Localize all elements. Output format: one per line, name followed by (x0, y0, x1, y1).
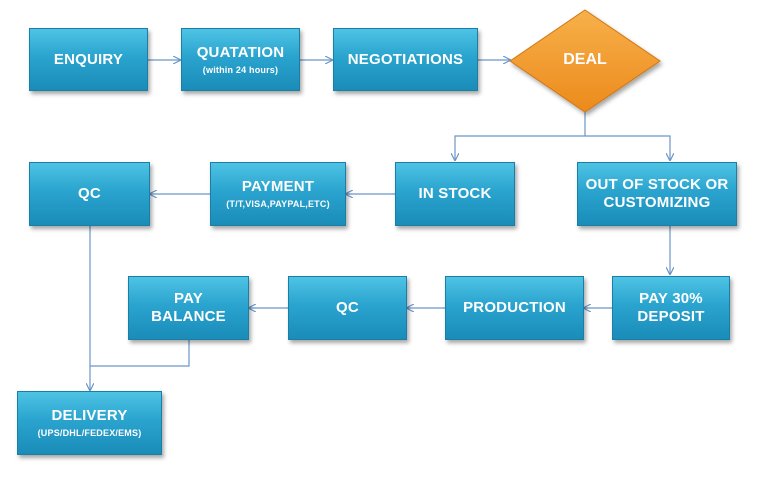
negotiations-box: NEGOTIATIONS (333, 28, 478, 91)
delivery-label: DELIVERY (51, 407, 128, 424)
payment-label: PAYMENT (241, 178, 315, 195)
negotiations-label: NEGOTIATIONS (347, 50, 464, 68)
delivery-box: DELIVERY (UPS/DHL/FEDEX/EMS) (17, 391, 162, 455)
in-stock-box: IN STOCK (395, 162, 515, 226)
enquiry-label: ENQUIRY (53, 50, 124, 68)
enquiry-box: ENQUIRY (29, 28, 148, 91)
in-stock-label: IN STOCK (418, 185, 492, 202)
quotation-label: QUATATION (196, 43, 285, 61)
connector-deal-split (455, 112, 586, 160)
pay-deposit-box: PAY 30% DEPOSIT (612, 276, 730, 340)
out-of-stock-line1: OUT OF STOCK OR (585, 176, 729, 193)
production-box: PRODUCTION (445, 276, 584, 340)
pay-balance-line2: BALANCE (151, 308, 226, 325)
qc-bottom-label: QC (336, 299, 359, 316)
connector-paybalance-delivery (90, 340, 190, 367)
pay-balance-box: PAY BALANCE (128, 276, 249, 340)
quotation-sublabel: (within 24 hours) (202, 64, 279, 75)
out-of-stock-box: OUT OF STOCK OR CUSTOMIZING (577, 162, 737, 226)
pay-deposit-line1: PAY 30% (639, 290, 703, 307)
qc-top-label: QC (78, 185, 101, 202)
payment-sublabel: (T/T,VISA,PAYPAL,ETC) (226, 199, 330, 209)
quotation-box: QUATATION (within 24 hours) (181, 28, 300, 91)
deal-diamond (509, 9, 661, 113)
payment-box: PAYMENT (T/T,VISA,PAYPAL,ETC) (210, 162, 346, 226)
qc-top-box: QC (29, 162, 150, 226)
pay-deposit-line2: DEPOSIT (637, 308, 705, 325)
qc-bottom-box: QC (288, 276, 407, 340)
delivery-sublabel: (UPS/DHL/FEDEX/EMS) (37, 428, 142, 438)
out-of-stock-line2: CUSTOMIZING (603, 194, 711, 211)
arrow-deal-out-of-stock (585, 135, 670, 160)
deal-label: DEAL (563, 51, 607, 68)
production-label: PRODUCTION (463, 299, 566, 316)
pay-balance-line1: PAY (174, 290, 203, 307)
